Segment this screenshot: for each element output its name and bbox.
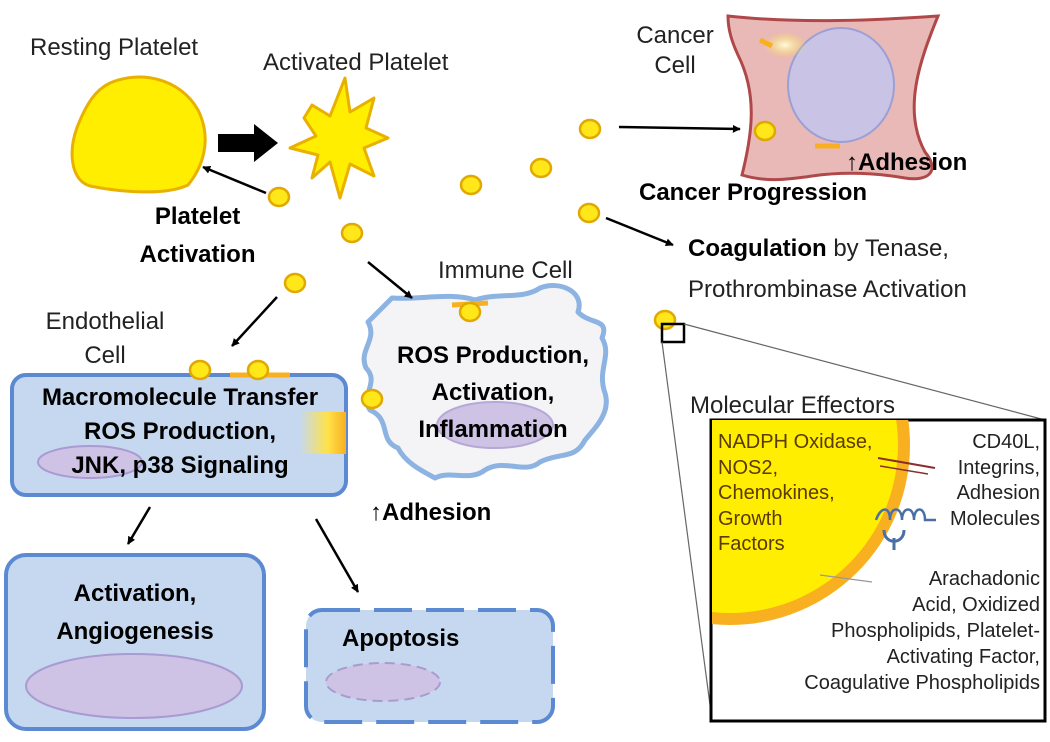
cancer-cell-label: Cancer Cell (636, 22, 714, 79)
activation-angiogenesis-label: Activation, Angiogenesis (56, 580, 214, 645)
cancer-nucleus (787, 27, 895, 143)
cd40l-marker (877, 457, 936, 469)
coagulation-label: Coagulation by Tenase, (688, 235, 949, 262)
microvesicle (458, 301, 482, 323)
cancer-membrane-patch (758, 37, 774, 49)
zoom-source-box (660, 322, 686, 344)
cancer-adhesion-label: ↑Adhesion (846, 149, 968, 176)
arrow-to-endothelial (231, 296, 278, 347)
apoptotic-nucleus (325, 662, 441, 702)
immune-effects-label: ROS Production, Activation, Inflammation (397, 342, 589, 443)
endothelial-nucleus (37, 445, 143, 479)
microvesicles (188, 118, 777, 410)
effectors-inner-list: NADPH Oxidase, NOS2, Chemokines, Growth … (718, 431, 873, 555)
activation-block-arrow (218, 124, 278, 162)
zoom-line (683, 323, 1046, 421)
zoom-vesicle-interior (712, 420, 898, 613)
integrin-coil (874, 508, 936, 522)
microvesicle (283, 272, 307, 294)
arrow-back-to-resting (202, 165, 267, 195)
resting-platelet-label: Resting Platelet (30, 34, 199, 61)
cancer-contact-glow (763, 32, 807, 58)
microvesicle (246, 359, 270, 381)
microvesicle (188, 359, 212, 381)
arrow-to-coagulation (605, 216, 674, 247)
endothelial-contact-glow (300, 412, 346, 454)
arrows (126, 124, 741, 593)
activated-endothelial-nucleus (25, 653, 243, 719)
microvesicle (340, 222, 364, 244)
activated-platelet-label: Activated Platelet (263, 49, 449, 76)
microvesicle (267, 186, 291, 208)
cd40l-marker (879, 465, 929, 475)
molecular-effectors-label: Molecular Effectors (690, 392, 895, 419)
immune-nucleus (436, 401, 554, 449)
platelet-activation-label: Platelet Activation (139, 203, 256, 268)
arrow-to-angiogenesis (126, 506, 152, 545)
arrow-to-immune (367, 261, 413, 299)
microvesicle (360, 388, 384, 410)
microvesicle (578, 118, 602, 140)
prothrombinase-label: Prothrombinase Activation (688, 276, 967, 303)
arrow-to-apoptosis (314, 518, 360, 593)
resting-platelet-shape (70, 75, 207, 194)
zoom-line (661, 341, 713, 721)
endothelial-effects-label: Macromolecule Transfer ROS Production, J… (41, 384, 319, 479)
endothelial-cell-label: Endothelial Cell (45, 308, 165, 369)
microvesicle (753, 120, 777, 142)
microvesicle (529, 157, 553, 179)
membrane-pointer (819, 574, 873, 583)
activated-platelet-shape (288, 76, 390, 200)
immune-adhesion-label: ↑Adhesion (370, 499, 492, 526)
microvesicle (653, 309, 677, 331)
arrow-to-cancer (618, 124, 741, 133)
cancer-progression-label: Cancer Progression (639, 179, 868, 206)
adhesion-receptor (882, 529, 906, 550)
microvesicle (577, 202, 601, 224)
microvesicle (459, 174, 483, 196)
apoptosis-label: Apoptosis (342, 625, 460, 652)
immune-cell-label: Immune Cell (438, 257, 573, 284)
effectors-membrane-list: Arachadonic Acid, Oxidized Phospholipids… (804, 568, 1040, 694)
effectors-surface-list: CD40L, Integrins, Adhesion Molecules (949, 431, 1040, 530)
